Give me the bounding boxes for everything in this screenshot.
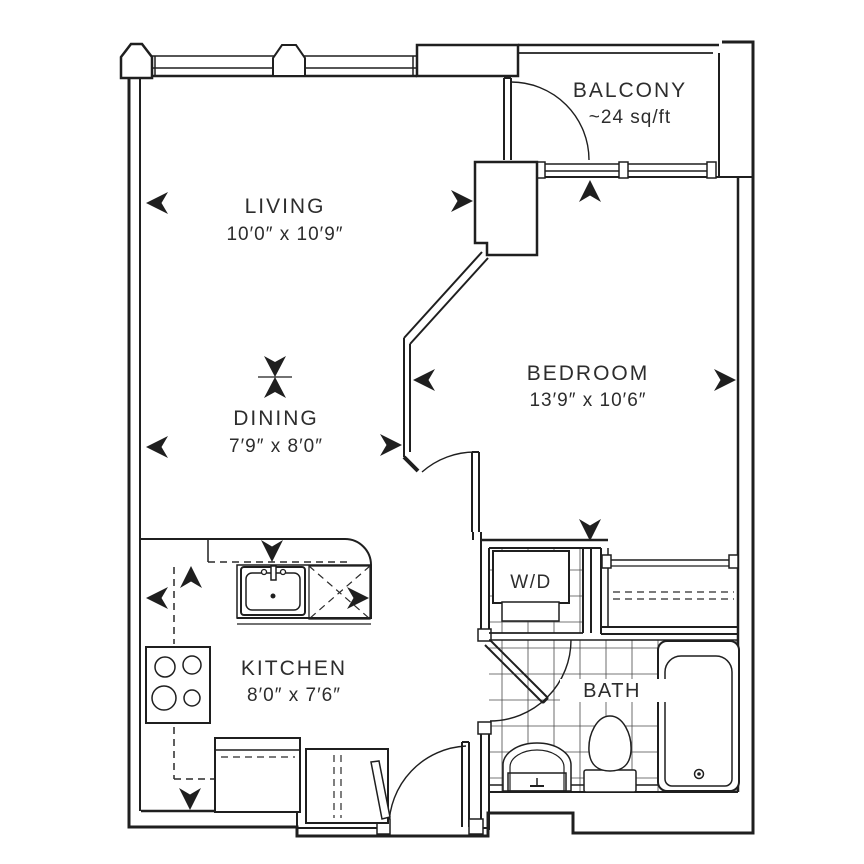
bath-door-swing (489, 639, 572, 722)
bath-door (484, 639, 572, 722)
dimension-arrows (146, 180, 736, 810)
bedroom-door-swing (421, 451, 477, 473)
bedroom-door (421, 451, 482, 540)
window-post-center (272, 44, 306, 77)
kitchen-dims: 8′0″ x 7′6″ (247, 685, 341, 706)
bath-label: BATH (583, 680, 641, 702)
faucet (270, 565, 277, 581)
kitchen-label: KITCHEN (241, 657, 347, 680)
burner (183, 689, 201, 707)
toilet (583, 715, 637, 793)
bath-wall (477, 540, 492, 830)
living-label: LIVING (245, 195, 326, 218)
entry-closet (305, 748, 391, 824)
bathtub (657, 640, 740, 792)
balcony-door-swing (510, 81, 590, 161)
closet-door-leaf (370, 760, 391, 820)
room-labels: LIVING 10′0″ x 10′9″ DINING 7′9″ x 8′0″ … (226, 79, 687, 706)
faucet-handle (279, 568, 287, 576)
toilet-tank (583, 769, 637, 793)
bath-label-halo (560, 679, 666, 702)
entry-door-swing (388, 745, 467, 828)
living-window (119, 42, 420, 80)
dishwasher (308, 565, 371, 620)
shear-wall (415, 43, 520, 78)
balcony-label: BALCONY (573, 79, 687, 102)
balcony-area: ~24 sq/ft (589, 107, 671, 128)
bedroom-angled-wall (402, 251, 489, 473)
laundry-label: W/D (510, 572, 551, 593)
bedroom-window (536, 161, 717, 179)
toilet-bowl (588, 715, 632, 772)
kitchen-counters (141, 538, 372, 780)
kitchen-sink (240, 565, 306, 616)
dining-label: DINING (233, 407, 319, 430)
burner (154, 656, 176, 678)
living-dims: 10′0″ x 10′9″ (226, 224, 343, 245)
washer-dryer (492, 550, 570, 622)
burner (151, 685, 177, 711)
dining-dims: 7′9″ x 8′0″ (229, 436, 323, 457)
faucet-handle (260, 568, 268, 576)
kitchen-lower-cabinet (214, 737, 301, 813)
laundry-walls (481, 538, 738, 641)
bedroom-dims: 13′9″ x 10′6″ (529, 390, 646, 411)
burner (182, 655, 202, 675)
stove (145, 646, 211, 724)
bedroom-closet (600, 548, 739, 635)
drain (270, 593, 276, 599)
structural-column (473, 160, 539, 257)
dim-midpoint-marker (258, 356, 292, 398)
window-post-left (119, 42, 154, 80)
bath-sink (502, 742, 572, 792)
balcony-door (503, 77, 590, 161)
bedroom-label: BEDROOM (527, 362, 650, 385)
